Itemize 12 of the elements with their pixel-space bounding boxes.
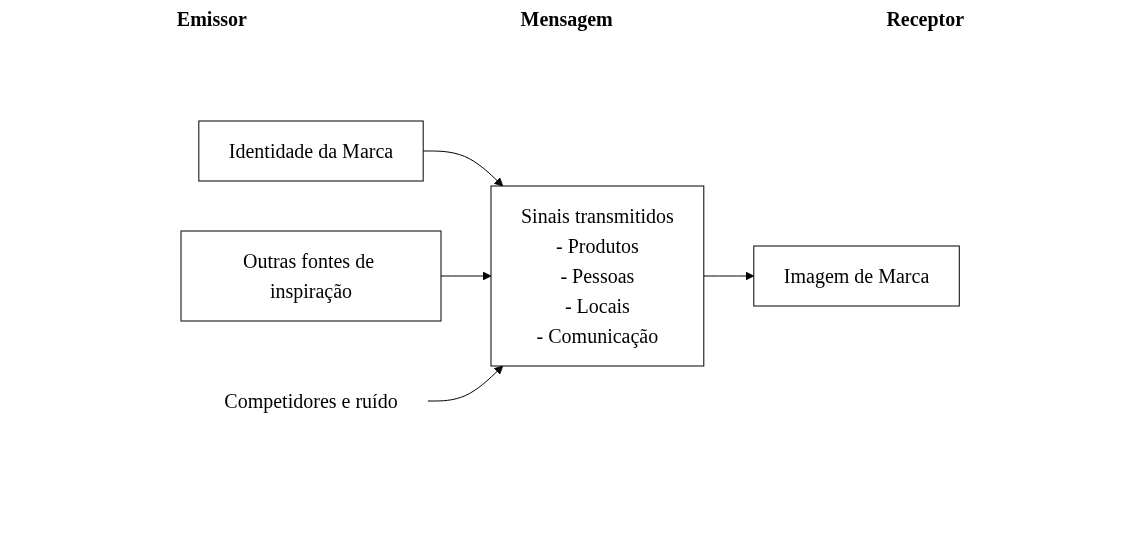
node-box: Imagem de Marca xyxy=(753,245,961,307)
column-heading: Receptor xyxy=(886,8,965,31)
column-heading: Emissor xyxy=(176,8,247,31)
node-box: Outras fontes de inspiração xyxy=(180,230,442,322)
arrow xyxy=(427,365,504,402)
node-text: Competidores e ruído xyxy=(224,390,399,412)
arrow xyxy=(440,271,492,281)
arrow xyxy=(423,150,504,187)
column-heading: Mensagem xyxy=(520,8,613,31)
arrow xyxy=(703,271,755,281)
node-box: Identidade da Marca xyxy=(198,120,425,182)
node-box: Sinais transmitidos - Produtos - Pessoas - Locais - Comunicação xyxy=(490,185,705,367)
